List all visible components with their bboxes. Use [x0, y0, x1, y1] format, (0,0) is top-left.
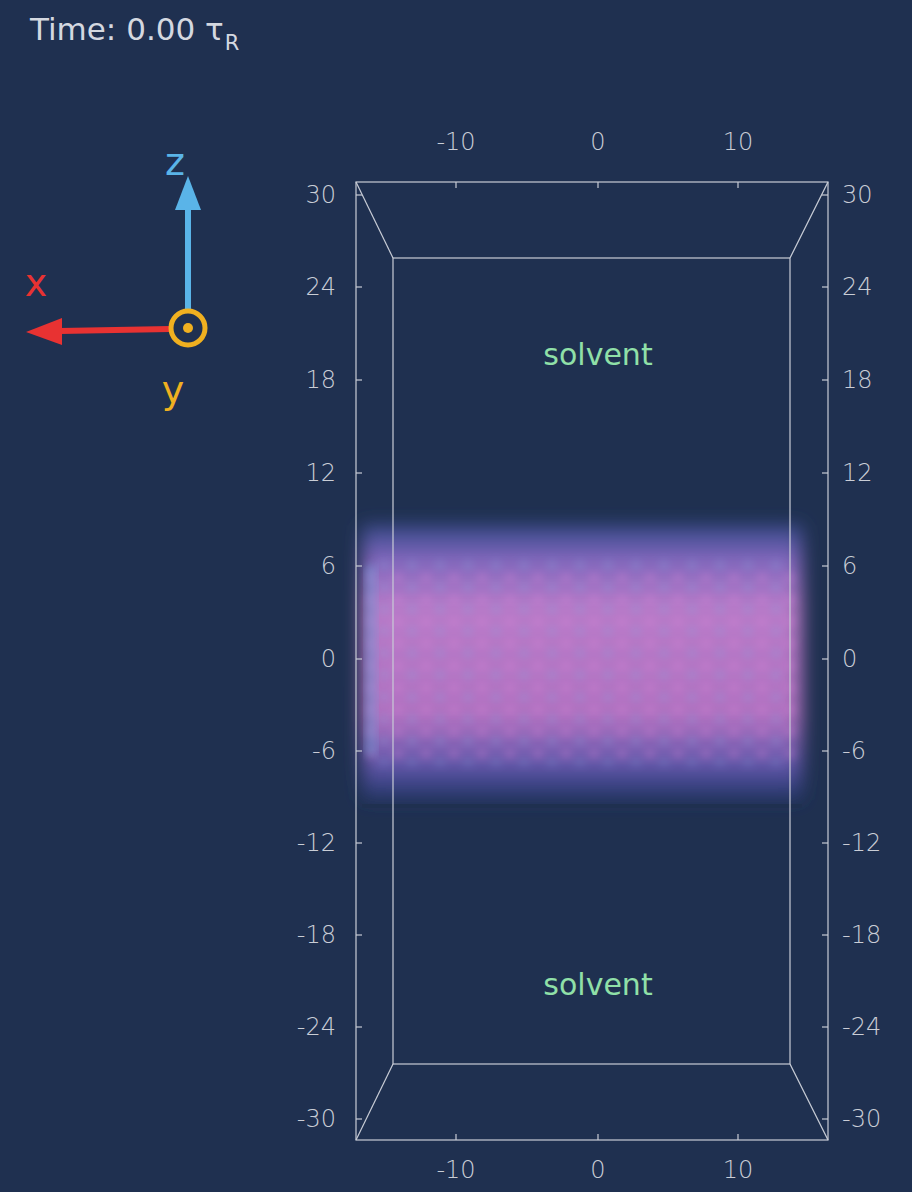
- title-subscript: R: [225, 33, 240, 54]
- tick-label: 6: [842, 554, 857, 578]
- tick-label: 10: [723, 1158, 754, 1182]
- region-label: solvent: [543, 970, 652, 1000]
- tick-label: -18: [842, 923, 881, 947]
- tick-label: 30: [305, 183, 336, 207]
- tick-label: 0: [590, 1158, 605, 1182]
- tick-label: 12: [842, 461, 873, 485]
- tick-label: 12: [305, 461, 336, 485]
- time-title: Time: 0.00 τ: [30, 14, 224, 45]
- tick-label: 6: [321, 554, 336, 578]
- tick-label: -12: [842, 831, 881, 855]
- axis-label: x: [25, 264, 48, 302]
- tick-label: -30: [842, 1107, 881, 1131]
- tick-label: 24: [842, 275, 873, 299]
- tick-label: 0: [842, 647, 857, 671]
- tick-label: -24: [297, 1015, 336, 1039]
- tick-label: -24: [842, 1015, 881, 1039]
- simulation-box: [356, 182, 828, 1140]
- tick-label: 18: [842, 368, 873, 392]
- region-label: solvent: [543, 340, 652, 370]
- tick-label: 0: [321, 647, 336, 671]
- tick-label: -10: [436, 130, 475, 154]
- axis-label: y: [162, 371, 185, 409]
- axis-label: z: [165, 143, 185, 181]
- tick-marks: [356, 182, 828, 1140]
- tick-label: 30: [842, 183, 873, 207]
- tick-label: 18: [305, 368, 336, 392]
- tick-label: -6: [842, 739, 866, 763]
- tick-label: -30: [297, 1107, 336, 1131]
- polymer-slab: [362, 525, 802, 808]
- tick-label: -18: [297, 923, 336, 947]
- tick-label: 10: [723, 130, 754, 154]
- tick-label: 0: [590, 130, 605, 154]
- axis-triad: [26, 176, 205, 345]
- tick-label: -12: [297, 831, 336, 855]
- tick-label: 24: [305, 275, 336, 299]
- tick-label: -6: [312, 739, 336, 763]
- tick-label: -10: [436, 1158, 475, 1182]
